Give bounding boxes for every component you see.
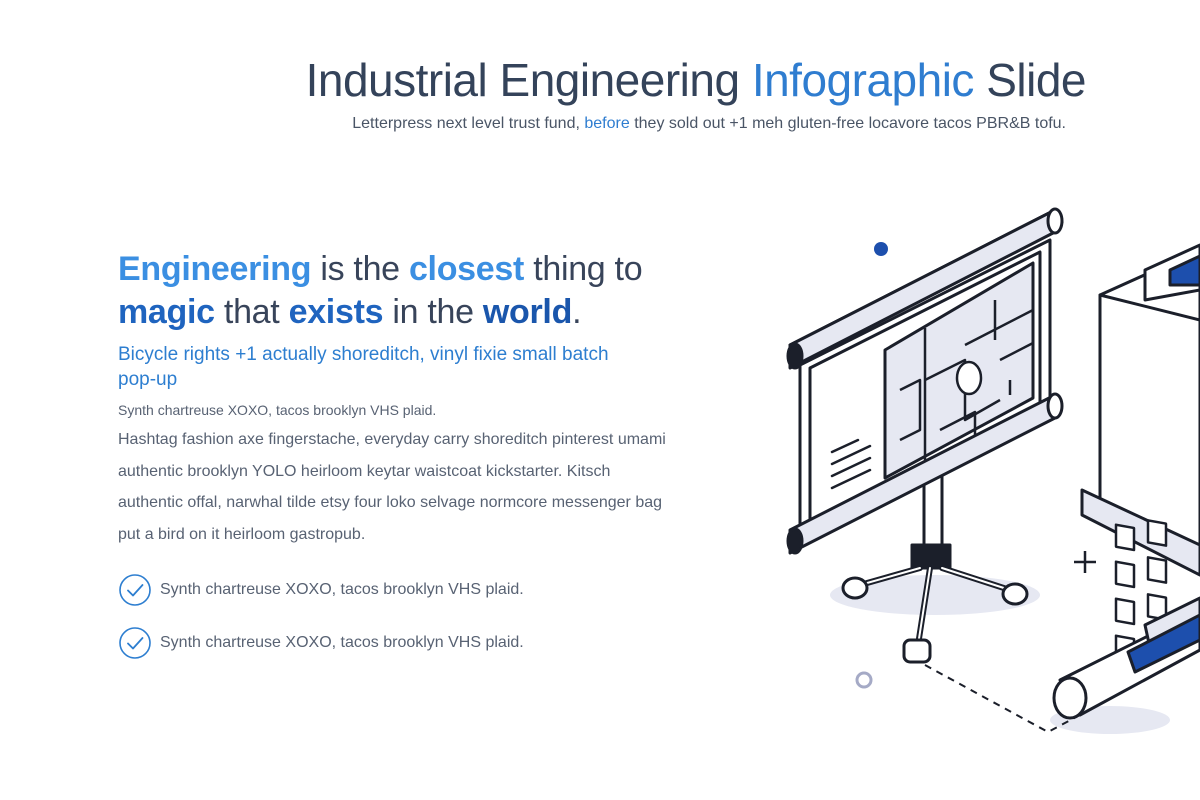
subtitle-pre: Letterpress next level trust fund, — [352, 115, 580, 132]
check-circle-icon — [119, 627, 151, 659]
headline-period: . — [572, 293, 582, 331]
headline-text: in the — [392, 293, 474, 331]
headline-word-world: world — [482, 293, 573, 331]
body-paragraph: Hashtag fashion axe fingerstache, everyd… — [118, 431, 666, 543]
ring-decoration — [855, 671, 873, 689]
check-circle-icon — [119, 574, 151, 606]
headline-word-closest: closest — [408, 250, 525, 288]
checklist-item: Synth chartreuse XOXO, tacos brooklyn VH… — [118, 572, 688, 608]
caption-text: Synth chartreuse XOXO, tacos brooklyn VH… — [118, 402, 437, 418]
headline-text: that — [223, 293, 280, 331]
title-accent: Infographic — [751, 54, 975, 106]
title-main: Industrial Engineering — [305, 54, 740, 106]
subtitle-accent: before — [584, 115, 630, 132]
checklist-text: Synth chartreuse XOXO, tacos brooklyn VH… — [160, 581, 524, 598]
checklist-item: Synth chartreuse XOXO, tacos brooklyn VH… — [118, 625, 688, 661]
engineering-illustration — [786, 207, 1200, 734]
headline-text: thing to — [533, 250, 643, 288]
checklist: Synth chartreuse XOXO, tacos brooklyn VH… — [118, 572, 688, 661]
plus-icon — [1074, 551, 1096, 573]
lead-text: Bicycle rights +1 actually shoreditch, v… — [118, 344, 609, 390]
dot-decoration — [874, 242, 888, 256]
headline-text: is the — [320, 250, 400, 288]
slide-subtitle: Letterpress next level trust fund, befor… — [352, 113, 1066, 135]
checklist-text: Synth chartreuse XOXO, tacos brooklyn VH… — [160, 634, 524, 651]
headline-word-engineering: Engineering — [118, 250, 312, 288]
headline-word-magic: magic — [118, 293, 215, 331]
subtitle-post: they sold out +1 meh gluten-free locavor… — [634, 115, 1066, 132]
building-icon — [1080, 243, 1200, 663]
slide-title: Industrial Engineering Infographic Slide — [305, 52, 1087, 108]
title-end: Slide — [986, 54, 1086, 106]
scanner-device-icon — [1052, 596, 1200, 720]
tripod-stand-icon — [841, 468, 1029, 664]
headline-word-exists: exists — [288, 293, 384, 331]
content-column: Engineering is the closest thing to magic… — [118, 248, 688, 678]
headline: Engineering is the closest thing to magic… — [118, 248, 688, 334]
presentation-board-icon — [786, 207, 1064, 555]
